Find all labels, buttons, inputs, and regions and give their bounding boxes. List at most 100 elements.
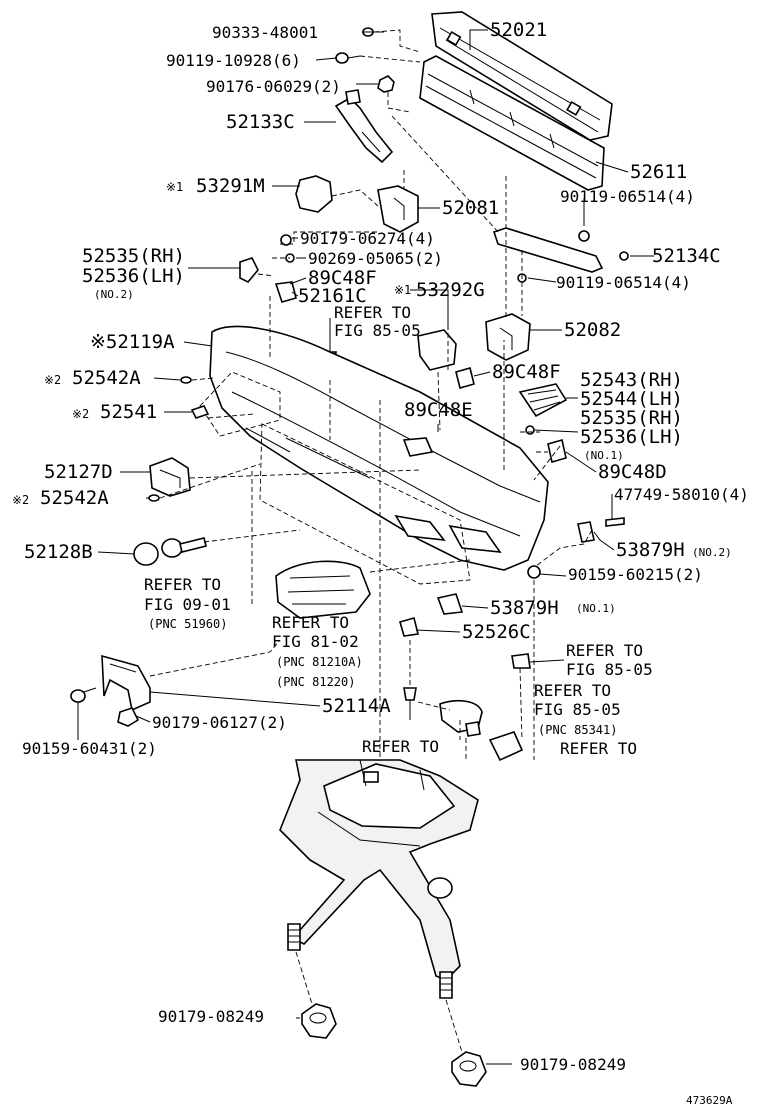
label-52127D: 52127D: [44, 461, 113, 483]
label-no2-b: (NO.2): [692, 546, 732, 559]
screw-47749-drawing: [605, 517, 625, 527]
grille-52543-drawing: [518, 383, 568, 418]
bracket-52114A-drawing: [101, 654, 151, 712]
bracket-52081-drawing: [377, 185, 419, 233]
mark-2-a: ※2: [44, 373, 61, 387]
label-pnc-51960: (PNC 51960): [148, 617, 227, 631]
label-refer-to-2: REFER TO: [144, 575, 221, 594]
plate-52542A-a-drawing: [180, 376, 192, 384]
bracket-52082-drawing: [485, 313, 531, 361]
label-refer-to-6: REFER TO: [362, 737, 439, 756]
label-52114A: 52114A: [322, 695, 391, 717]
label-90119-06514-b: 90119-06514(4): [556, 273, 691, 292]
label-pnc-85341: (PNC 85341): [538, 723, 617, 737]
label-52535-rh-b: 52535(RH): [580, 407, 683, 429]
label-fig-85-05-1: FIG 85-05: [334, 321, 421, 340]
clip-89C48D-drawing: [547, 438, 567, 464]
assembly-lines: [149, 29, 593, 1053]
label-52021: 52021: [490, 19, 547, 41]
label-90176-06029: 90176-06029(2): [206, 77, 341, 96]
label-no1-b: (NO.1): [576, 602, 616, 615]
label-52082: 52082: [564, 319, 621, 341]
fog-lamp-drawing: [275, 560, 371, 619]
mark-2-b: ※2: [72, 407, 89, 421]
label-52536-lh-b: 52536(LH): [580, 426, 683, 448]
cover-52128B-drawing: [133, 537, 207, 566]
label-refer-to-1: REFER TO: [334, 303, 411, 322]
label-52542A-b: 52542A: [40, 487, 109, 509]
label-52161C: 52161C: [298, 285, 367, 307]
label-90179-06274: 90179-06274(4): [300, 229, 435, 248]
nut-90179-08249-b-drawing: [451, 1051, 487, 1087]
clip-89C48F-right-drawing: [455, 367, 475, 389]
bracket-52127D-drawing: [149, 457, 191, 497]
bolt-90159-60431-drawing: [70, 687, 97, 703]
label-refer-to-5: REFER TO: [534, 681, 611, 700]
clip-52535-b-drawing: [525, 425, 535, 435]
label-52128B: 52128B: [24, 541, 93, 563]
label-fig-81-02: FIG 81-02: [272, 632, 359, 651]
label-fig-09-01: FIG 09-01: [144, 595, 231, 614]
label-52543-rh: 52543(RH): [580, 369, 683, 391]
bolt-90119-10928-drawing: [335, 52, 361, 64]
label-90333-48001: 90333-48001: [212, 23, 318, 42]
label-89C48F-b: 89C48F: [492, 361, 561, 383]
label-89C48E: 89C48E: [404, 399, 473, 421]
retainer-52161C-drawing: [274, 281, 297, 303]
leader-lines: [77, 29, 654, 1065]
label-52119A: ※52119A: [90, 331, 175, 353]
label-refer-to-7: REFER TO: [560, 739, 637, 758]
reinforcement-bar-drawing: [431, 11, 613, 141]
bracket-53292G-drawing: [417, 329, 457, 371]
plate-52541-drawing: [190, 405, 210, 419]
label-fig-85-05-3: FIG 85-05: [534, 700, 621, 719]
label-52536-lh-a: 52536(LH): [82, 265, 185, 287]
nut-right-drawing: [511, 653, 531, 669]
nut-90179-08249-a-drawing: [301, 1003, 337, 1039]
label-pnc-81220: (PNC 81220): [276, 675, 355, 689]
label-53879H-b: 53879H: [490, 597, 559, 619]
bracket-lower-right-drawing: [488, 731, 524, 762]
bumper-cover-drawing: [209, 325, 549, 571]
label-52081: 52081: [442, 197, 499, 219]
clip-53879H-b-drawing: [436, 593, 464, 615]
label-89C48D: 89C48D: [598, 461, 667, 483]
label-no2-a: (NO.2): [94, 288, 134, 301]
dashed-zone-upper: [199, 371, 281, 437]
retainer-52535-drawing: [239, 257, 259, 283]
label-52535-rh-a: 52535(RH): [82, 245, 185, 267]
stud-right-drawing: [439, 971, 453, 999]
label-no1-a: (NO.1): [584, 449, 624, 462]
label-52134C: 52134C: [652, 245, 721, 267]
clip-53879H-a-drawing: [577, 521, 595, 543]
label-52611: 52611: [630, 161, 687, 183]
label-53291M: 53291M: [196, 175, 265, 197]
label-90269-05065: 90269-05065(2): [308, 249, 443, 268]
label-52542A-a: 52542A: [72, 367, 141, 389]
label-52526C: 52526C: [462, 621, 531, 643]
label-90159-60431: 90159-60431(2): [22, 739, 157, 758]
screw-90159-60215-drawing: [527, 565, 541, 579]
label-52541: 52541: [100, 401, 157, 423]
right-bracket-drawing: [492, 227, 629, 273]
label-52133C: 52133C: [226, 111, 295, 133]
label-90179-06127: 90179-06127(2): [152, 713, 287, 732]
clip-90179-06274-drawing: [280, 234, 292, 246]
stud-left-drawing: [287, 923, 301, 951]
label-90159-60215: 90159-60215(2): [568, 565, 703, 584]
mark-1-b: ※1: [394, 283, 411, 297]
label-90179-08249-a: 90179-08249: [158, 1007, 264, 1026]
plate-52542A-b-drawing: [148, 494, 160, 502]
label-52544-lh: 52544(LH): [580, 388, 683, 410]
dashed-zone-lower: [259, 423, 471, 585]
label-90119-10928: 90119-10928(6): [166, 51, 301, 70]
mark-1-a: ※1: [166, 180, 183, 194]
label-refer-to-3: REFER TO: [272, 613, 349, 632]
bracket-53291M-drawing: [295, 175, 333, 213]
retainer-52526C-drawing: [399, 617, 419, 637]
label-90119-06514-a: 90119-06514(4): [560, 187, 695, 206]
nut-90179-06127-drawing: [117, 707, 140, 727]
bolt-lower-drawing: [403, 687, 417, 720]
left-bracket-drawing: [334, 89, 394, 164]
